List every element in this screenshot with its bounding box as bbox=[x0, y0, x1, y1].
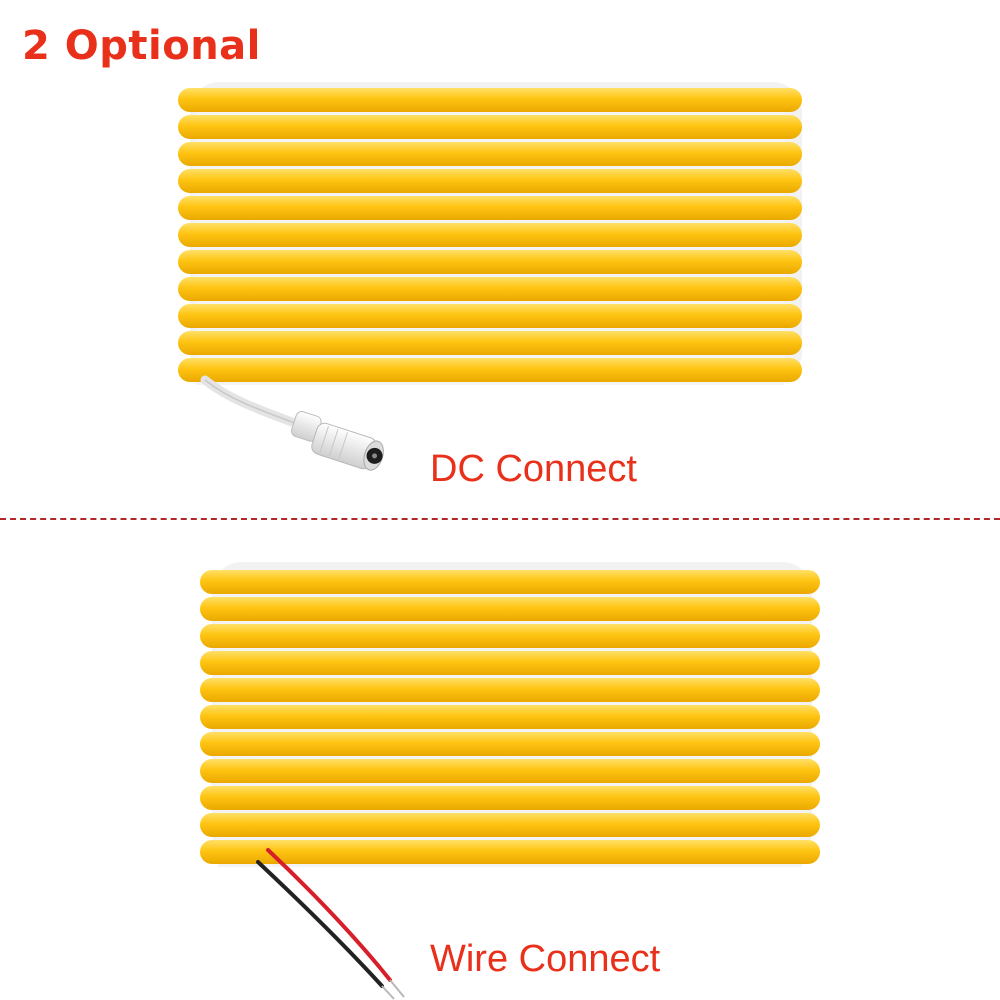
strip-backing-line bbox=[196, 355, 784, 358]
strip-backing-line bbox=[196, 274, 784, 277]
strip-backing-line bbox=[196, 301, 784, 304]
dc-female-connector-icon bbox=[200, 375, 384, 471]
led-strip-loop bbox=[178, 331, 802, 355]
strip-backing-line bbox=[218, 810, 802, 813]
strip-backing-line bbox=[218, 864, 802, 867]
led-strip-loop bbox=[200, 813, 820, 837]
red-black-wire-icon bbox=[256, 848, 405, 1000]
led-strip-loop bbox=[178, 88, 802, 112]
strip-backing-line bbox=[218, 783, 802, 786]
led-strip-loop bbox=[200, 597, 820, 621]
strip-backing-line bbox=[218, 702, 802, 705]
led-strip-loop bbox=[178, 358, 802, 382]
led-strip-loop bbox=[200, 678, 820, 702]
led-strip-loop bbox=[178, 250, 802, 274]
led-strip-loop bbox=[200, 624, 820, 648]
strip-backing-line bbox=[218, 837, 802, 840]
led-strip-loop bbox=[178, 196, 802, 220]
strip-backing-line bbox=[196, 247, 784, 250]
strip-backing-line bbox=[196, 112, 784, 115]
led-strip-roll-wire-image bbox=[200, 562, 820, 1000]
led-strip-roll-dc-image bbox=[178, 82, 802, 471]
led-strip-coil bbox=[178, 82, 802, 385]
strip-backing-line bbox=[218, 729, 802, 732]
led-strip-loop bbox=[178, 142, 802, 166]
led-strip-loop bbox=[178, 115, 802, 139]
led-strip-loop bbox=[178, 169, 802, 193]
strip-backing-line bbox=[196, 193, 784, 196]
led-strip-loop bbox=[200, 840, 820, 864]
strip-backing-line bbox=[196, 166, 784, 169]
led-strip-coil bbox=[200, 562, 820, 867]
strip-backing-line bbox=[218, 675, 802, 678]
option-divider bbox=[0, 518, 1000, 520]
strip-backing-line bbox=[196, 382, 784, 385]
led-strip-loop bbox=[178, 277, 802, 301]
led-strip-loop bbox=[200, 786, 820, 810]
strip-backing-line bbox=[196, 220, 784, 223]
led-strip-loop bbox=[200, 651, 820, 675]
dc-connect-label: DC Connect bbox=[430, 448, 637, 490]
strip-backing-line bbox=[218, 594, 802, 597]
strip-backing-line bbox=[218, 621, 802, 624]
led-strip-loop bbox=[178, 223, 802, 247]
strip-backing-line bbox=[218, 648, 802, 651]
led-strip-loop bbox=[200, 732, 820, 756]
led-strip-loop bbox=[178, 304, 802, 328]
page-title: 2 Optional bbox=[22, 23, 261, 69]
led-strip-loop bbox=[200, 705, 820, 729]
strip-backing-line bbox=[196, 328, 784, 331]
led-strip-loop bbox=[200, 759, 820, 783]
strip-backing-line bbox=[218, 756, 802, 759]
strip-backing-line bbox=[196, 139, 784, 142]
led-strip-loop bbox=[200, 570, 820, 594]
wire-connect-label: Wire Connect bbox=[430, 938, 661, 980]
